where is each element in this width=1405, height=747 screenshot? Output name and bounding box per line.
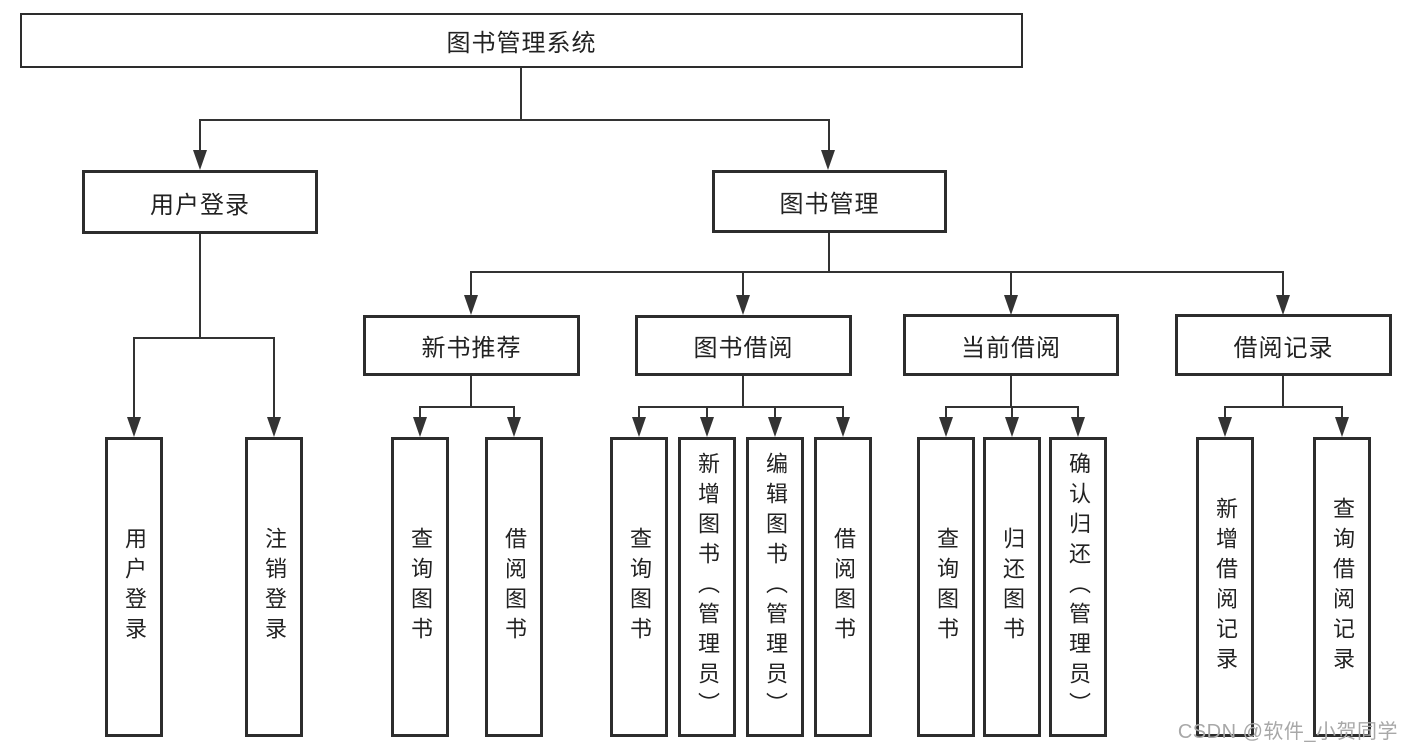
- connector-line: [742, 271, 744, 297]
- connector-line: [706, 406, 708, 419]
- connector-line: [1224, 406, 1343, 408]
- connector-line: [1282, 271, 1284, 297]
- connector-line: [133, 337, 135, 419]
- leaf-logout: 注销登录: [245, 437, 303, 737]
- connector-line: [828, 119, 830, 152]
- arrowhead-icon: [736, 295, 750, 315]
- leaf-borrowing-query-books: 查询图书: [610, 437, 668, 737]
- connector-line: [1282, 374, 1284, 408]
- arrowhead-icon: [413, 417, 427, 437]
- connector-line: [199, 119, 830, 121]
- arrowhead-icon: [700, 417, 714, 437]
- arrowhead-icon: [836, 417, 850, 437]
- leaf-records-add-borrow-record: 新增借阅记录: [1196, 437, 1254, 737]
- connector-line: [1011, 406, 1013, 419]
- leaf-current-query-books: 查询图书: [917, 437, 975, 737]
- connector-line: [1224, 406, 1226, 419]
- arrowhead-icon: [1071, 417, 1085, 437]
- leaf-borrowing-borrow-books: 借阅图书: [814, 437, 872, 737]
- arrowhead-icon: [821, 150, 835, 170]
- connector-line: [199, 234, 201, 338]
- connector-line: [945, 406, 947, 419]
- connector-line: [133, 337, 275, 339]
- leaf-current-confirm-return-admin: 确认归还（管理员）: [1049, 437, 1107, 737]
- connector-line: [1077, 406, 1079, 419]
- arrowhead-icon: [939, 417, 953, 437]
- arrowhead-icon: [1005, 417, 1019, 437]
- node-borrowing-records: 借阅记录: [1175, 314, 1392, 376]
- leaf-current-return-books: 归还图书: [983, 437, 1041, 737]
- connector-line: [828, 233, 830, 273]
- connector-line: [638, 406, 844, 408]
- connector-line: [638, 406, 640, 419]
- arrowhead-icon: [464, 295, 478, 315]
- connector-line: [273, 337, 275, 419]
- connector-line: [470, 271, 472, 297]
- connector-line: [419, 406, 515, 408]
- connector-line: [199, 119, 201, 152]
- arrowhead-icon: [768, 417, 782, 437]
- connector-line: [842, 406, 844, 419]
- leaf-borrowing-add-books-admin: 新增图书（管理员）: [678, 437, 736, 737]
- node-user-login: 用户登录: [82, 170, 318, 234]
- connector-line: [419, 406, 421, 419]
- node-library-management-system: 图书管理系统: [20, 13, 1023, 68]
- connector-line: [1010, 271, 1012, 297]
- watermark-text: CSDN @软件_小贺同学: [1177, 721, 1398, 743]
- leaf-user-login: 用户登录: [105, 437, 163, 737]
- connector-line: [1341, 406, 1343, 419]
- leaf-records-query-borrow-record: 查询借阅记录: [1313, 437, 1371, 737]
- connector-line: [520, 66, 522, 120]
- node-book-borrowing: 图书借阅: [635, 315, 852, 376]
- node-new-book-recommend: 新书推荐: [363, 315, 580, 376]
- arrowhead-icon: [1004, 295, 1018, 315]
- connector-line: [513, 406, 515, 419]
- arrowhead-icon: [632, 417, 646, 437]
- arrowhead-icon: [1276, 295, 1290, 315]
- arrowhead-icon: [267, 417, 281, 437]
- node-book-management: 图书管理: [712, 170, 947, 233]
- arrowhead-icon: [127, 417, 141, 437]
- connector-line: [470, 271, 1284, 273]
- node-current-borrowing: 当前借阅: [903, 314, 1119, 376]
- connector-line: [1010, 374, 1012, 408]
- leaf-borrowing-edit-books-admin: 编辑图书（管理员）: [746, 437, 804, 737]
- leaf-recommend-query-books: 查询图书: [391, 437, 449, 737]
- arrowhead-icon: [1335, 417, 1349, 437]
- arrowhead-icon: [1218, 417, 1232, 437]
- leaf-recommend-borrow-books: 借阅图书: [485, 437, 543, 737]
- connector-line: [774, 406, 776, 419]
- connector-line: [470, 374, 472, 408]
- arrowhead-icon: [507, 417, 521, 437]
- connector-line: [742, 374, 744, 408]
- arrowhead-icon: [193, 150, 207, 170]
